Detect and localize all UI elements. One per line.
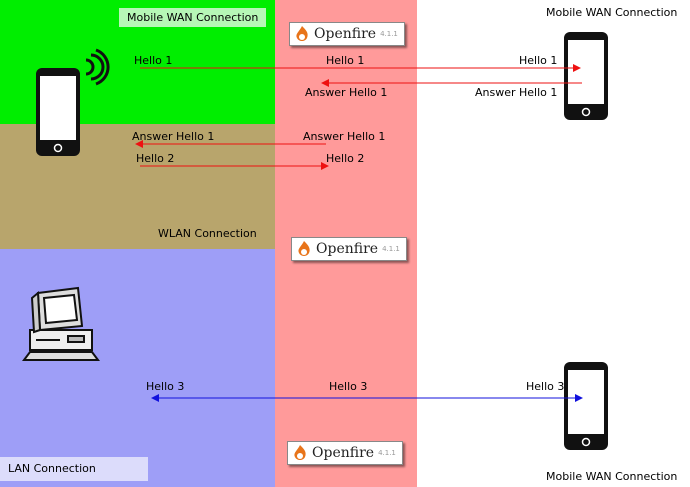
openfire-logo-icon [294, 445, 306, 460]
hello3-mid-label: Hello 3 [329, 380, 368, 393]
answer-hello1-right-label: Answer Hello 1 [475, 86, 558, 99]
lan-zone-label: LAN Connection [0, 457, 148, 481]
openfire-server-3: Openfire 4.1.1 [287, 441, 403, 465]
hello1-mid-label: Hello 1 [326, 54, 365, 67]
openfire-logo-icon [298, 241, 310, 256]
openfire-server-1: Openfire 4.1.1 [289, 22, 405, 46]
openfire-server-version: 4.1.1 [382, 245, 400, 253]
openfire-server-name: Openfire [314, 26, 377, 42]
wlan-zone-label: WLAN Connection [158, 227, 257, 240]
hello2-left-label: Hello 2 [136, 152, 175, 165]
openfire-server-2: Openfire 4.1.1 [291, 237, 407, 261]
openfire-server-version: 4.1.1 [378, 449, 396, 457]
openfire-server-name: Openfire [316, 241, 379, 257]
hello3-right-label: Hello 3 [526, 380, 565, 393]
openfire-server-name: Openfire [312, 445, 375, 461]
left-phone-icon [36, 68, 80, 156]
hello2-mid-label: Hello 2 [326, 152, 365, 165]
right-phone-bottom-icon [564, 362, 608, 450]
answer-hello1-left-label: Answer Hello 1 [132, 130, 215, 143]
desktop-computer-icon [22, 286, 100, 361]
mobile-wan-right-top-label: Mobile WAN Connection [546, 6, 678, 19]
wireless-signal-icon [85, 48, 110, 86]
right-phone-top-icon [564, 32, 608, 120]
answer-hello1-mid-wlan-label: Answer Hello 1 [303, 130, 386, 143]
hello3-left-label: Hello 3 [146, 380, 185, 393]
hello1-left-label: Hello 1 [134, 54, 173, 67]
lan-zone [0, 249, 275, 487]
openfire-server-version: 4.1.1 [380, 30, 398, 38]
mobile-wan-zone-label: Mobile WAN Connection [119, 8, 267, 27]
answer-hello1-mid-top-label: Answer Hello 1 [305, 86, 388, 99]
mobile-wan-right-bottom-label: Mobile WAN Connection [546, 470, 678, 483]
openfire-logo-icon [296, 26, 308, 41]
hello1-right-label: Hello 1 [519, 54, 558, 67]
